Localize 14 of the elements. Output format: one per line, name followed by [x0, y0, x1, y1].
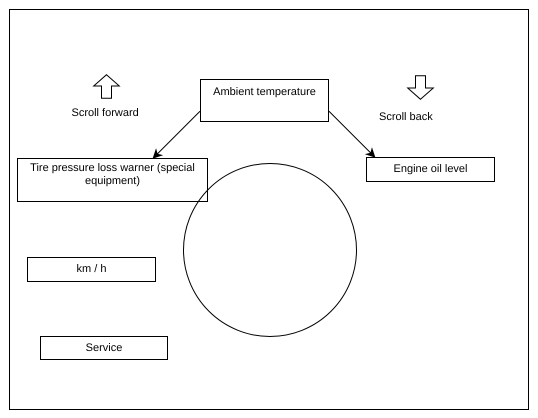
arrow	[328, 110, 376, 158]
item-label: km / h	[76, 263, 106, 276]
menu-item-box	[366, 157, 495, 182]
item-label: Service	[86, 342, 122, 354]
item-label: Tire pressure loss warner (special equipment)	[29, 162, 196, 188]
menu-item-box	[27, 257, 156, 282]
menu-item-box	[200, 79, 329, 122]
menu-item-box	[40, 336, 168, 360]
hint-text: Scroll forward	[72, 107, 139, 120]
arrow	[152, 110, 200, 159]
item-label: Ambient temperature	[213, 86, 316, 99]
menu-item-box	[17, 158, 208, 202]
item-label: Engine oil level	[394, 163, 468, 176]
hint-text: Scroll back	[379, 111, 433, 124]
